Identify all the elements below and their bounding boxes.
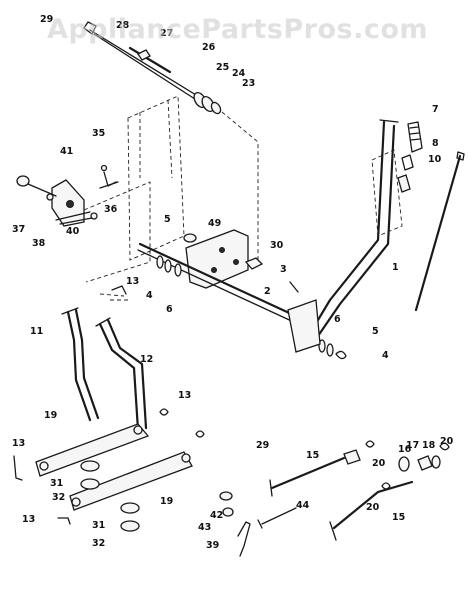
part-label: 8 bbox=[432, 138, 439, 149]
part-label: 26 bbox=[202, 42, 216, 53]
part-label: 41 bbox=[60, 146, 73, 157]
part-label: 12 bbox=[140, 354, 153, 365]
part-label: 5 bbox=[164, 214, 171, 225]
part-label: 42 bbox=[210, 510, 223, 521]
part-label: 49 bbox=[208, 218, 221, 229]
cross-shaft-assembly bbox=[137, 229, 347, 360]
part-label: 13 bbox=[22, 514, 35, 525]
part-label: 1 bbox=[392, 262, 399, 273]
part-label: 6 bbox=[334, 314, 341, 325]
part-label: 27 bbox=[160, 28, 173, 39]
part-label: 20 bbox=[366, 502, 380, 513]
part-label: 20 bbox=[440, 436, 454, 447]
part-label: 15 bbox=[392, 512, 405, 523]
part-label: 3 bbox=[280, 264, 287, 275]
part-label: 10 bbox=[428, 154, 442, 165]
part-labels: 29 28 27 26 25 24 23 7 8 10 35 41 37 38 … bbox=[12, 14, 454, 551]
part-label: 4 bbox=[382, 350, 389, 361]
frame-plate bbox=[83, 95, 185, 301]
part-label: 32 bbox=[52, 492, 65, 503]
part-label: 20 bbox=[372, 458, 386, 469]
part-label: 28 bbox=[116, 20, 130, 31]
part-label: 36 bbox=[104, 204, 118, 215]
part-label: 5 bbox=[372, 326, 379, 337]
part-label: 15 bbox=[306, 450, 319, 461]
bracket-assembly bbox=[16, 164, 119, 227]
rod-assembly-top bbox=[83, 21, 259, 260]
part-label: 39 bbox=[206, 540, 219, 551]
part-label: 31 bbox=[50, 478, 63, 489]
part-label: 13 bbox=[12, 438, 25, 449]
part-label: 35 bbox=[92, 128, 105, 139]
part-label: 11 bbox=[30, 326, 43, 337]
part-label: 18 bbox=[422, 440, 436, 451]
part-label: 2 bbox=[264, 286, 271, 297]
part-label: 23 bbox=[242, 78, 255, 89]
part-label: 24 bbox=[232, 68, 246, 79]
part-label: 38 bbox=[32, 238, 46, 249]
lift-lever bbox=[287, 119, 465, 353]
part-label: 31 bbox=[92, 520, 105, 531]
part-label: 44 bbox=[296, 500, 310, 511]
lower-rods bbox=[219, 440, 450, 557]
part-label: 29 bbox=[40, 14, 53, 25]
part-label: 4 bbox=[146, 290, 153, 301]
part-label: 30 bbox=[270, 240, 284, 251]
part-label: 13 bbox=[178, 390, 191, 401]
part-label: 19 bbox=[44, 410, 57, 421]
part-label: 32 bbox=[92, 538, 105, 549]
part-label: 7 bbox=[432, 104, 439, 115]
part-label: 19 bbox=[160, 496, 173, 507]
part-label: 29 bbox=[256, 440, 269, 451]
lift-links bbox=[13, 285, 205, 532]
part-label: 43 bbox=[198, 522, 211, 533]
part-label: 40 bbox=[66, 226, 80, 237]
part-label: 25 bbox=[216, 62, 229, 73]
part-label: 16 bbox=[398, 444, 412, 455]
part-label: 6 bbox=[166, 304, 173, 315]
part-label: 13 bbox=[126, 276, 139, 287]
part-label: 17 bbox=[406, 440, 419, 451]
part-label: 37 bbox=[12, 224, 25, 235]
